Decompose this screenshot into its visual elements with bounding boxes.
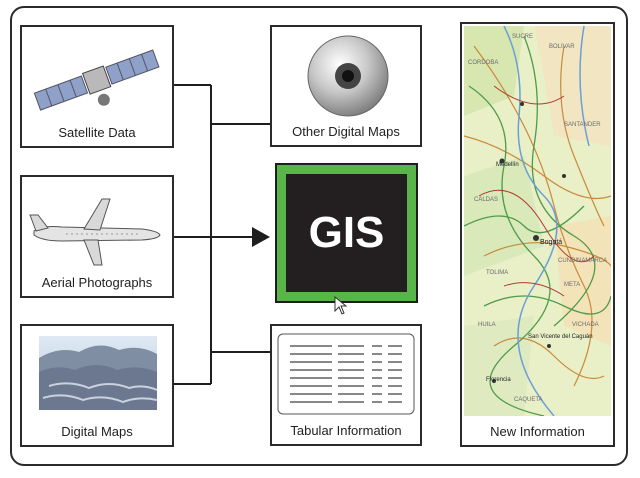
cd-disc-icon xyxy=(307,35,389,117)
terrain-map-icon xyxy=(39,336,157,410)
digital-maps-box: Digital Maps xyxy=(20,324,174,447)
arrow-head-icon xyxy=(252,227,270,247)
satellite-data-label: Satellite Data xyxy=(58,125,136,140)
gis-title: GIS xyxy=(308,208,385,257)
digital-maps-label: Digital Maps xyxy=(61,424,133,439)
table-document-icon xyxy=(277,333,415,415)
new-information-label: New Information xyxy=(490,424,585,439)
map-place-13: San Vicente del Caguán xyxy=(528,334,593,340)
map-place-2: BOLIVAR xyxy=(549,44,575,50)
tabular-information-box: Tabular Information xyxy=(270,324,422,446)
map-place-4: SANTANDER xyxy=(564,122,601,128)
gis-box: GIS xyxy=(275,163,418,303)
satellite-icon xyxy=(33,49,160,111)
gis-inner: GIS xyxy=(286,174,407,292)
aerial-photographs-label: Aerial Photographs xyxy=(41,275,153,290)
new-information-box: SUCRE BOLIVAR CORDOBA SANTANDER Bogotá T… xyxy=(460,22,615,447)
other-digital-maps-label: Other Digital Maps xyxy=(292,124,400,139)
airplane-icon xyxy=(29,198,161,266)
map-place-7: HUILA xyxy=(478,322,496,328)
diagram-frame xyxy=(10,6,628,466)
map-place-15: VICHADA xyxy=(572,322,599,328)
map-place-3: CORDOBA xyxy=(468,60,498,66)
map-place-9: CAQUETA xyxy=(514,397,543,403)
map-place-10: CUNDINAMARCA xyxy=(558,258,607,264)
map-place-11: Medellín xyxy=(496,162,519,168)
map-place-1: SUCRE xyxy=(512,34,533,40)
road-map-icon: SUCRE BOLIVAR CORDOBA SANTANDER Bogotá T… xyxy=(464,26,611,416)
other-digital-maps-box: Other Digital Maps xyxy=(270,25,422,147)
map-place-14: META xyxy=(564,282,580,288)
aerial-photographs-box: Aerial Photographs xyxy=(20,175,174,298)
map-place-12: CALDAS xyxy=(474,197,498,203)
tabular-information-label: Tabular Information xyxy=(290,423,402,438)
map-place-6: TOLIMA xyxy=(486,270,508,276)
map-place-5: Bogotá xyxy=(540,239,562,246)
satellite-data-box: Satellite Data xyxy=(20,25,174,148)
mouse-cursor-icon xyxy=(334,296,348,315)
map-place-8: Florencia xyxy=(486,377,511,383)
